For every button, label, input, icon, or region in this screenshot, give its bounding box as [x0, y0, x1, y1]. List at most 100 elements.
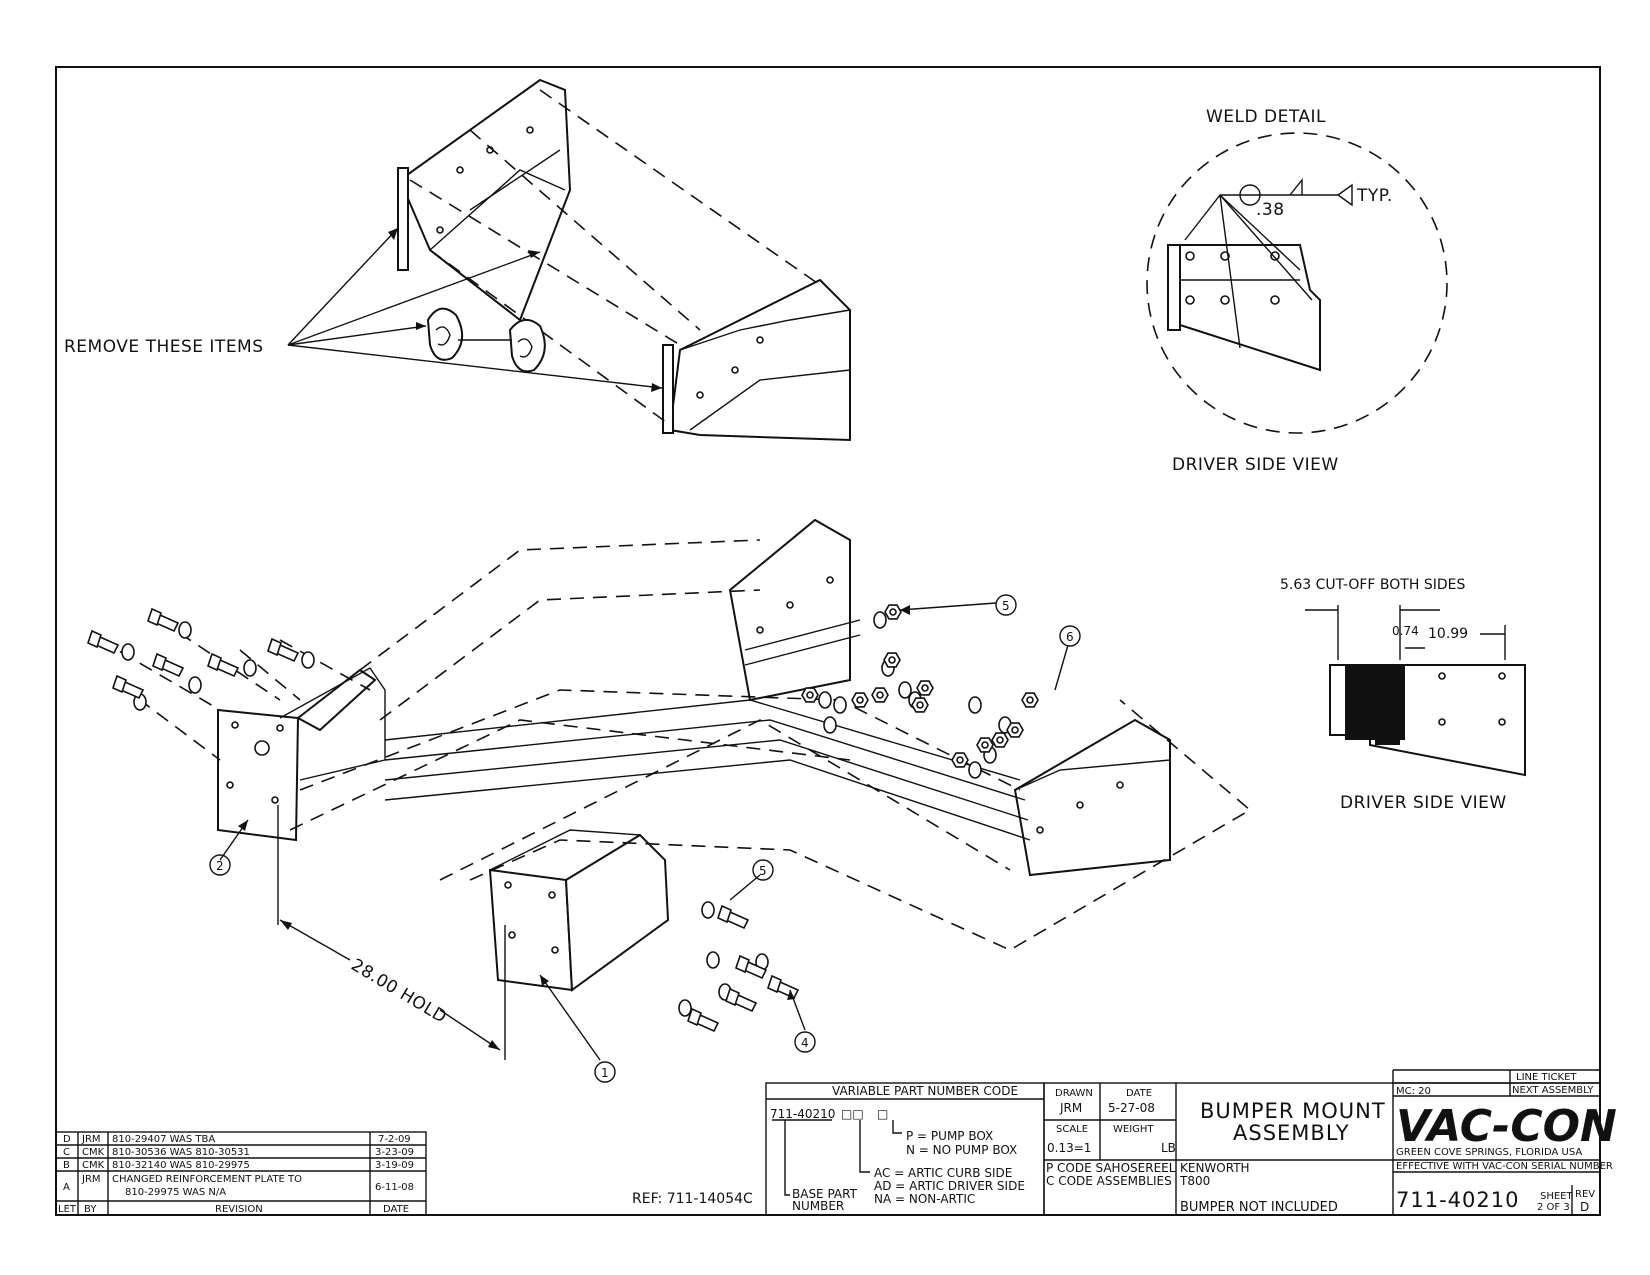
svg-text:D: D: [63, 1134, 71, 1145]
washer: [818, 691, 832, 709]
svg-text:REVISION: REVISION: [215, 1204, 263, 1215]
balloons-group: 1 2 4 5 5 6: [209, 594, 1081, 1083]
washer: [678, 999, 692, 1017]
nut-bore: [888, 656, 896, 664]
washer: [301, 651, 315, 669]
cutoff-label: 5.63 CUT-OFF BOTH SIDES: [1280, 577, 1465, 593]
hardware-group: [87, 604, 1039, 1033]
svg-text:KENWORTH: KENWORTH: [1180, 1161, 1250, 1175]
driver-side-view-label-2: DRIVER SIDE VIEW: [1340, 793, 1507, 813]
dim-1099-label: 10.99: [1428, 626, 1468, 642]
driver-side-view-label-1: DRIVER SIDE VIEW: [1172, 455, 1339, 475]
weld-detail-title: WELD DETAIL: [1206, 107, 1326, 127]
svg-text:LINE TICKET: LINE TICKET: [1516, 1072, 1577, 1083]
nut-bore: [806, 691, 814, 699]
svg-text:T800: T800: [1179, 1174, 1210, 1188]
washer: [968, 761, 982, 779]
balloon: 2: [209, 854, 231, 876]
svg-text:A: A: [63, 1182, 70, 1193]
nut-bore: [981, 741, 989, 749]
main-assembly-view: [99, 518, 1252, 992]
svg-text:□□: □□: [841, 1107, 864, 1121]
svg-text:P = PUMP BOX: P = PUMP BOX: [906, 1129, 993, 1143]
svg-text:NUMBER: NUMBER: [792, 1199, 844, 1213]
svg-text:NA = NON-ARTIC: NA = NON-ARTIC: [874, 1192, 975, 1206]
svg-text:GREEN COVE SPRINGS, FLORIDA US: GREEN COVE SPRINGS, FLORIDA USA: [1396, 1147, 1582, 1158]
washer: [706, 951, 720, 969]
svg-text:DATE: DATE: [1126, 1088, 1152, 1099]
washer: [178, 621, 192, 639]
svg-text:BASE PART: BASE PART: [792, 1187, 858, 1201]
svg-text:6: 6: [1066, 630, 1074, 644]
svg-text:2: 2: [216, 859, 224, 873]
svg-text:CHANGED REINFORCEMENT PLATE TO: CHANGED REINFORCEMENT PLATE TO: [112, 1174, 302, 1185]
svg-text:LB: LB: [1161, 1141, 1176, 1155]
svg-text:JRM: JRM: [81, 1134, 101, 1145]
balloon: 5: [995, 594, 1017, 616]
bolt: [112, 674, 145, 700]
ref-label: REF: 711-14054C: [632, 1191, 753, 1207]
hold-dimension-label: 28.00 HOLD: [347, 955, 450, 1028]
bolt: [717, 904, 750, 930]
svg-text:REV: REV: [1575, 1189, 1595, 1200]
washer: [243, 659, 257, 677]
nut-bore: [921, 684, 929, 692]
svg-text:DRAWN: DRAWN: [1055, 1088, 1093, 1099]
washer: [188, 676, 202, 694]
svg-text:VARIABLE PART NUMBER CODE: VARIABLE PART NUMBER CODE: [832, 1084, 1018, 1098]
washer: [833, 696, 847, 714]
svg-text:DATE: DATE: [383, 1204, 409, 1215]
svg-text:WEIGHT: WEIGHT: [1113, 1124, 1154, 1135]
top-exploded-view: REMOVE THESE ITEMS: [64, 78, 851, 442]
washer: [968, 696, 982, 714]
balloon-leaders: [219, 602, 1069, 1061]
weld-typ-label: TYP.: [1356, 186, 1393, 206]
bolt: [267, 637, 300, 663]
weld-detail: WELD DETAIL .38 TYP. DRIVER SIDE VIEW: [1146, 107, 1448, 475]
balloon: 5: [752, 859, 774, 881]
svg-text:P CODE SAHOSEREEL: P CODE SAHOSEREEL: [1046, 1161, 1176, 1175]
svg-text:711-40210: 711-40210: [770, 1107, 835, 1121]
washer: [823, 716, 837, 734]
nut-bore: [1026, 696, 1034, 704]
bolt: [207, 652, 240, 678]
bolt: [687, 1007, 720, 1033]
hold-dimension: 28.00 HOLD: [277, 805, 506, 1060]
nut-bore: [996, 736, 1004, 744]
svg-text:EFFECTIVE WITH VAC-CON SERIAL: EFFECTIVE WITH VAC-CON SERIAL NUMBER: [1396, 1161, 1613, 1172]
svg-text:CMK: CMK: [82, 1160, 105, 1171]
svg-text:NEXT ASSEMBLY: NEXT ASSEMBLY: [1512, 1085, 1594, 1096]
balloon: 6: [1059, 625, 1081, 647]
balloon: 1: [594, 1061, 616, 1083]
svg-text:5-27-08: 5-27-08: [1108, 1101, 1155, 1115]
svg-text:BUMPER NOT INCLUDED: BUMPER NOT INCLUDED: [1180, 1200, 1338, 1215]
svg-text:C CODE ASSEMBLIES: C CODE ASSEMBLIES: [1046, 1174, 1172, 1188]
svg-text:810-32140 WAS 810-29975: 810-32140 WAS 810-29975: [112, 1160, 250, 1171]
svg-text:7-2-09: 7-2-09: [378, 1134, 411, 1145]
svg-text:SCALE: SCALE: [1056, 1124, 1088, 1135]
svg-text:AC = ARTIC CURB SIDE: AC = ARTIC CURB SIDE: [874, 1166, 1012, 1180]
nut-bore: [876, 691, 884, 699]
svg-text:0.13=1: 0.13=1: [1047, 1141, 1091, 1155]
svg-text:D: D: [1580, 1200, 1589, 1214]
svg-text:C: C: [63, 1147, 70, 1158]
driver-side-section: 5.63 CUT-OFF BOTH SIDES 0.74 10.99 DRIVE…: [1280, 577, 1526, 813]
nut-bore: [856, 696, 864, 704]
bolt: [725, 987, 758, 1013]
svg-text:5: 5: [1002, 599, 1010, 613]
bolt: [87, 629, 120, 655]
weld-size-label: .38: [1256, 200, 1285, 220]
svg-text:711-40210: 711-40210: [1396, 1188, 1519, 1212]
washer: [898, 681, 912, 699]
variable-part-code: VARIABLE PART NUMBER CODE 711-40210 □□ □…: [765, 1082, 1045, 1216]
bolt: [152, 652, 185, 678]
svg-text:B: B: [63, 1160, 70, 1171]
svg-text:810-29407 WAS TBA: 810-29407 WAS TBA: [112, 1134, 215, 1145]
svg-text:ASSEMBLY: ASSEMBLY: [1233, 1121, 1350, 1145]
nut-bore: [1011, 726, 1019, 734]
bolt: [735, 954, 768, 980]
svg-text:3-23-09: 3-23-09: [375, 1147, 414, 1158]
svg-text:6-11-08: 6-11-08: [375, 1182, 414, 1193]
svg-text:MC: 20: MC: 20: [1396, 1086, 1431, 1097]
